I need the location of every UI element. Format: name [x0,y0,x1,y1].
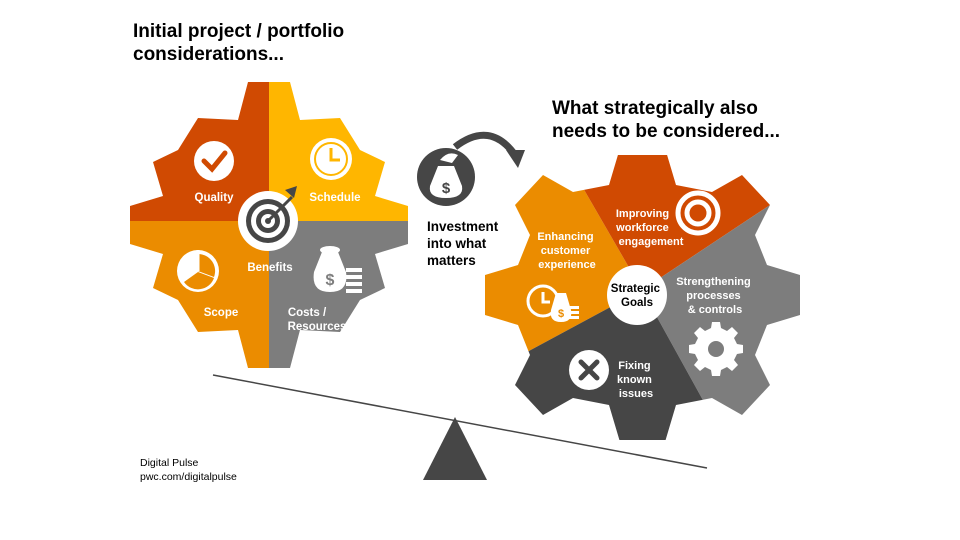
left-title: Initial project / portfolio consideratio… [133,20,344,66]
money-bag-icon: $ [313,246,362,293]
customer-label: Enhancing customer experience [537,231,596,271]
curved-arrow-head [506,150,525,168]
quality-label: Quality [195,192,235,204]
scope-label: Scope [204,307,239,319]
checkmark-icon [194,141,234,181]
target-icon [238,186,298,251]
left-title-line1: Initial project / portfolio [133,21,345,42]
svg-text:$: $ [442,180,451,197]
investment-label-line3: matters [427,253,476,268]
strategic-goals-circle [607,265,667,325]
x-mark-icon [569,350,609,390]
footer-source: Digital Pulse [140,457,199,469]
processes-label: Strengthening processes & controls [676,276,754,316]
svg-text:$: $ [326,272,335,289]
left-title-line2: considerations... [133,44,284,65]
curved-arrow [452,131,518,158]
workforce-label: Improving workforce engagement [615,208,684,248]
fulcrum-triangle [423,417,487,480]
investment-label: Investment into what matters [427,218,498,269]
footer-url: pwc.com/digitalpulse [140,471,237,483]
right-title: What strategically also needs to be cons… [552,97,780,143]
costs-label-line1: Costs / [288,307,327,319]
pie-chart-icon [177,250,219,292]
right-title-line1: What strategically also [552,98,758,119]
money-bag-hand-icon: $ [417,148,475,206]
issues-label: Fixing known issues [617,360,655,400]
clock-icon [310,138,352,180]
benefits-label: Benefits [247,262,292,274]
investment-label-line1: Investment [427,219,499,234]
costs-label-line2: Resources [288,321,347,333]
scope-segment [130,221,269,368]
balance-beam [212,374,708,469]
clock-money-icon: $ [526,284,579,322]
svg-text:$: $ [558,308,564,320]
lifebuoy-icon [675,190,721,236]
strategic-goals-label: Strategic Goals [611,283,663,309]
gear-icon [689,322,743,376]
investment-label-line2: into what [427,236,487,251]
costs-segment [269,221,408,368]
schedule-label: Schedule [309,192,360,204]
right-title-line2: needs to be considered... [552,121,781,142]
workforce-segment [564,155,770,290]
